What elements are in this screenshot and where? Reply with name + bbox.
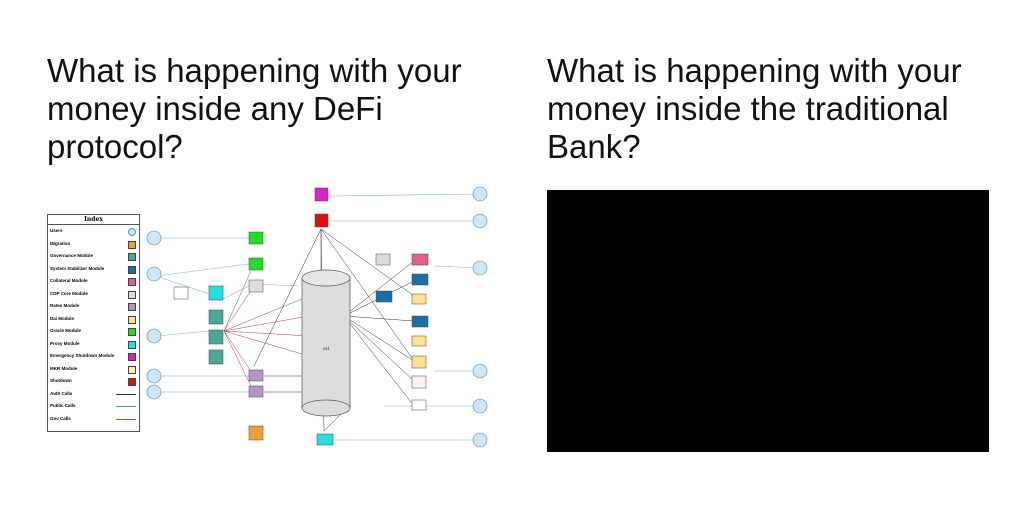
end-box — [314, 213, 329, 228]
cdp-box-2 — [375, 253, 391, 266]
legend-item: MKR Module — [48, 363, 139, 376]
public-call-lines — [155, 193, 480, 441]
legend-item: System Stabilizer Module — [48, 263, 139, 276]
migration-box — [248, 425, 264, 441]
legend-item: Public Calls — [48, 400, 139, 413]
legend-title: Index — [48, 215, 139, 225]
dai-box-1 — [411, 293, 427, 305]
oracle-box-1 — [248, 231, 264, 245]
mkr-box — [411, 375, 427, 389]
diagram-svg: vat — [146, 186, 488, 448]
vat-cylinder: vat — [301, 269, 351, 417]
legend-item: Emergency Shutdown Module — [48, 350, 139, 363]
right-caption: What is happening with your money inside… — [547, 52, 962, 165]
rates-box-1 — [248, 369, 264, 382]
esm-box — [314, 187, 329, 202]
gov-call-lines — [223, 263, 310, 393]
legend-item: Users — [48, 225, 139, 238]
gov-box-2 — [208, 329, 224, 345]
collateral-box — [411, 253, 429, 266]
legend-item: Dai Module — [48, 313, 139, 326]
legend-item: Shutdown — [48, 375, 139, 388]
plain-box — [173, 286, 189, 300]
stabilizer-box-2 — [375, 290, 393, 303]
legend-item: Auth Calls — [48, 388, 139, 401]
legend-item: Oracle Module — [48, 325, 139, 338]
proxy-box — [208, 285, 224, 301]
legend-item: Gov Calls — [48, 413, 139, 426]
stabilizer-box-3 — [411, 315, 429, 328]
vat-label: vat — [323, 346, 330, 351]
flop-box — [411, 399, 427, 411]
dai-box-2 — [411, 335, 427, 347]
cdp-box-1 — [248, 279, 264, 293]
oracle-box-2 — [248, 257, 264, 271]
legend: Index Users Migration Governance Module … — [47, 214, 140, 432]
legend-item: Governance Module — [48, 250, 139, 263]
user-nodes — [146, 186, 488, 448]
legend-item: Collateral Module — [48, 275, 139, 288]
left-caption: What is happening with your money inside… — [47, 52, 462, 165]
stabilizer-box-1 — [411, 273, 429, 286]
gov-box-1 — [208, 309, 224, 325]
rates-box-2 — [248, 385, 264, 398]
legend-item: Rates Module — [48, 300, 139, 313]
gov-box-3 — [208, 349, 224, 365]
defi-architecture-diagram: vat — [44, 186, 504, 450]
legend-item: CDP Core Module — [48, 288, 139, 301]
proxy-box-2 — [316, 433, 334, 446]
legend-item: Migration — [48, 238, 139, 251]
dai-box-3 — [411, 355, 427, 369]
legend-item: Proxy Module — [48, 338, 139, 351]
traditional-bank-black-image — [547, 190, 989, 452]
